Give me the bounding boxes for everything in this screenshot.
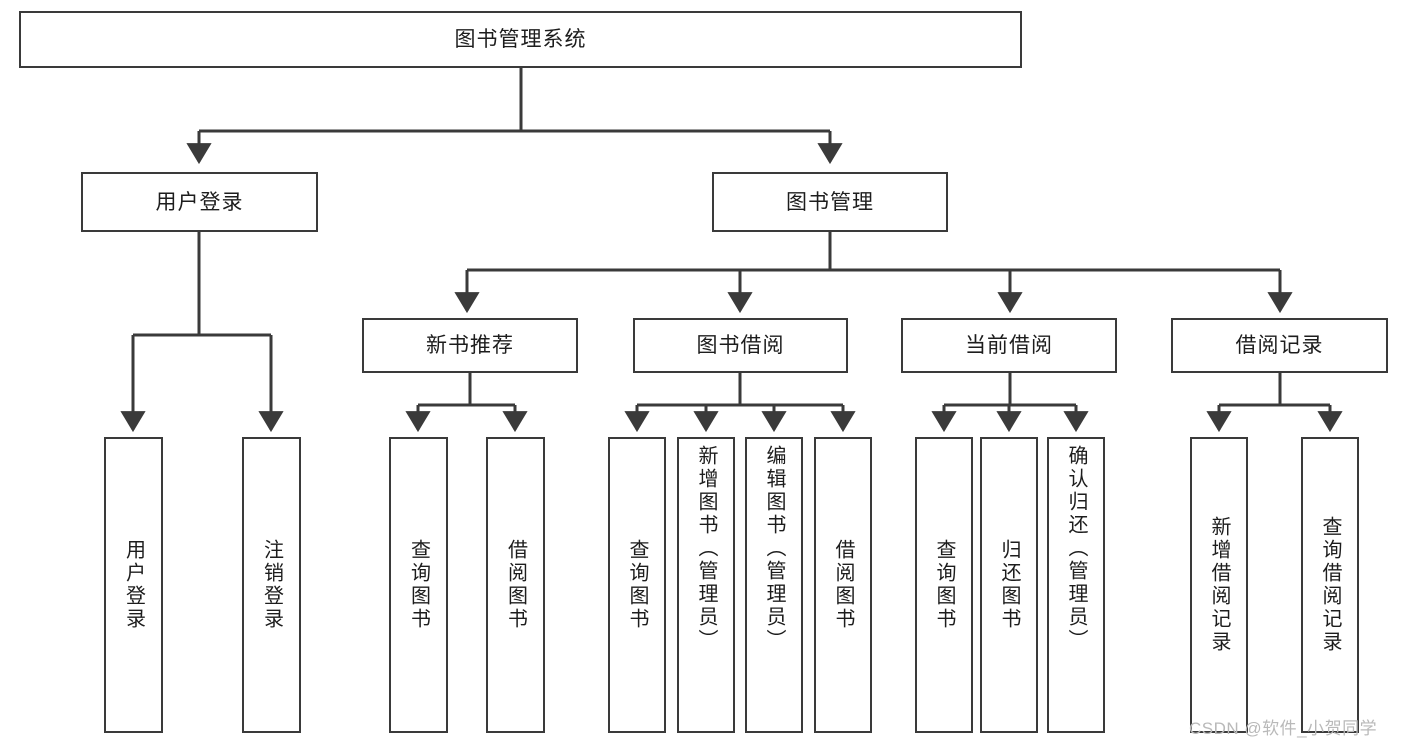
node-label: 查询图书: [626, 539, 648, 631]
node-book-borrow[interactable]: 图书借阅: [633, 318, 848, 373]
node-label: 用户登录: [155, 190, 244, 214]
node-label: 查询图书: [933, 539, 955, 631]
node-label: 注销登录: [260, 539, 283, 631]
node-label: 归还图书: [998, 539, 1020, 631]
node-label: 新增图书（管理员）: [695, 445, 717, 652]
node-label: 新增借阅记录: [1208, 516, 1230, 654]
node-label: 查询图书: [407, 539, 430, 631]
node-leaf-return-book[interactable]: 归还图书: [980, 437, 1038, 733]
node-label: 借阅图书: [832, 539, 854, 631]
watermark: CSDN @软件_小贺同学: [1189, 719, 1378, 738]
node-user-login[interactable]: 用户登录: [81, 172, 318, 232]
node-label: 确认归还（管理员）: [1065, 445, 1087, 652]
node-label: 借阅记录: [1235, 334, 1324, 357]
node-borrow-record[interactable]: 借阅记录: [1171, 318, 1388, 373]
node-label: 编辑图书（管理员）: [763, 445, 785, 652]
node-new-book-recommend[interactable]: 新书推荐: [362, 318, 578, 373]
node-label: 图书管理: [786, 190, 874, 214]
node-leaf-edit-book-admin[interactable]: 编辑图书（管理员）: [745, 437, 803, 733]
node-leaf-query-borrow-record[interactable]: 查询借阅记录: [1301, 437, 1359, 733]
node-book-manage[interactable]: 图书管理: [712, 172, 948, 232]
node-root-system[interactable]: 图书管理系统: [19, 11, 1022, 68]
node-label: 用户登录: [122, 539, 145, 631]
node-leaf-user-login[interactable]: 用户登录: [104, 437, 163, 733]
node-leaf-add-borrow-record[interactable]: 新增借阅记录: [1190, 437, 1248, 733]
node-leaf-logout-login[interactable]: 注销登录: [242, 437, 301, 733]
node-label: 图书借阅: [696, 334, 785, 357]
node-leaf-query-book-1[interactable]: 查询图书: [389, 437, 448, 733]
node-label: 图书管理系统: [454, 28, 587, 51]
node-label: 查询借阅记录: [1319, 516, 1341, 654]
node-leaf-query-book-3[interactable]: 查询图书: [915, 437, 973, 733]
node-current-borrow[interactable]: 当前借阅: [901, 318, 1117, 373]
node-leaf-borrow-book-1[interactable]: 借阅图书: [486, 437, 545, 733]
node-leaf-confirm-return-admin[interactable]: 确认归还（管理员）: [1047, 437, 1105, 733]
node-leaf-query-book-2[interactable]: 查询图书: [608, 437, 666, 733]
node-label: 借阅图书: [504, 539, 527, 631]
node-leaf-borrow-book-2[interactable]: 借阅图书: [814, 437, 872, 733]
node-leaf-add-book-admin[interactable]: 新增图书（管理员）: [677, 437, 735, 733]
node-label: 当前借阅: [965, 334, 1053, 357]
node-label: 新书推荐: [426, 334, 514, 357]
